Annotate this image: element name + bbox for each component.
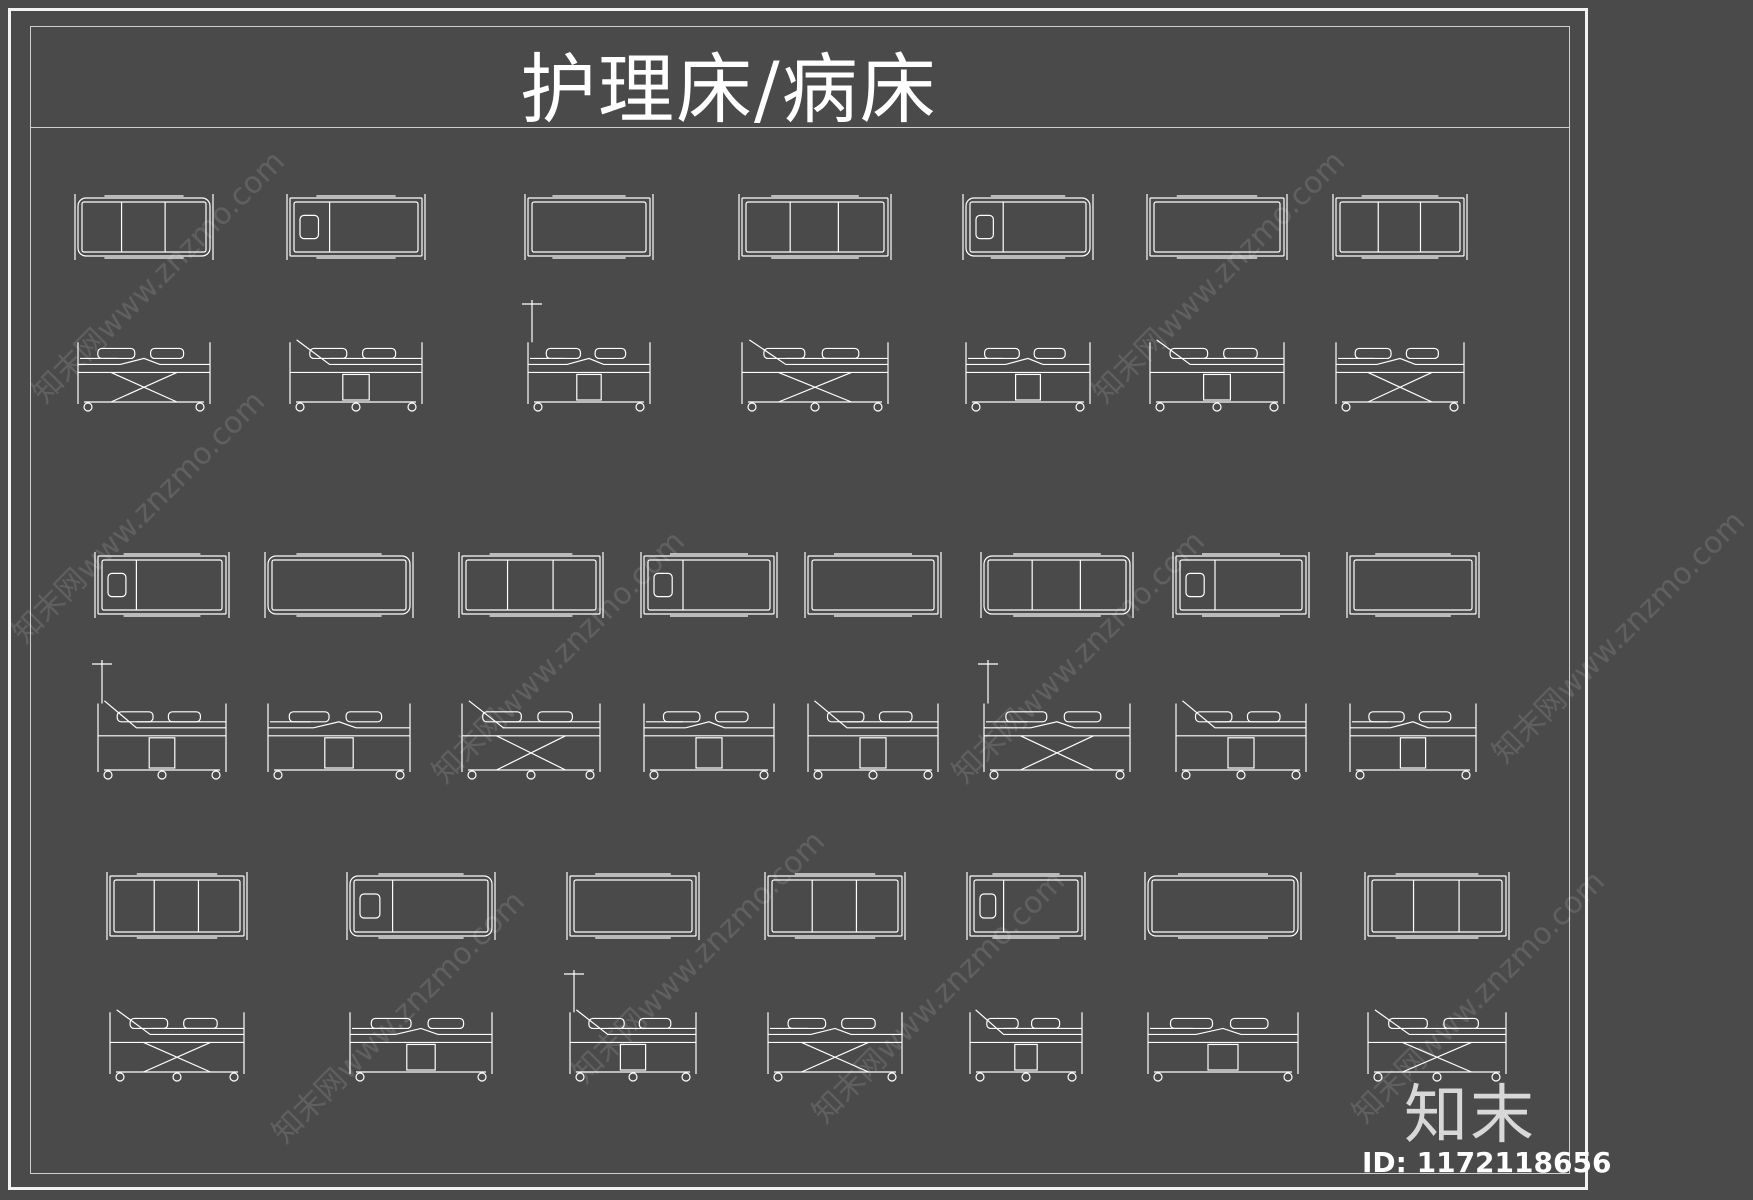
bed-plan-view bbox=[106, 872, 248, 940]
bed-plan-view bbox=[804, 552, 942, 618]
bed-plan-view bbox=[74, 194, 214, 260]
bed-elevation-view bbox=[92, 660, 227, 780]
bed-elevation-view bbox=[461, 700, 601, 780]
bed-elevation-view bbox=[1349, 703, 1477, 780]
bed-plan-view bbox=[1346, 552, 1480, 618]
bed-plan-view bbox=[980, 552, 1134, 618]
bed-elevation-view bbox=[969, 1009, 1083, 1082]
image-id: ID: 1172118656 bbox=[1362, 1146, 1612, 1179]
bed-drawings bbox=[74, 194, 1510, 1082]
bed-plan-view bbox=[1332, 194, 1468, 260]
bed-elevation-view bbox=[1149, 339, 1285, 412]
bed-plan-view bbox=[962, 194, 1094, 260]
bed-plan-view bbox=[966, 872, 1086, 940]
bed-elevation-view bbox=[767, 1012, 903, 1082]
sheet-outer-border bbox=[8, 8, 1588, 1190]
bed-plan-view bbox=[1146, 194, 1288, 260]
bed-elevation-view bbox=[267, 703, 411, 780]
bed-elevation-view bbox=[1147, 1012, 1299, 1082]
bed-elevation-view bbox=[1367, 1009, 1507, 1082]
bed-plan-view bbox=[640, 552, 778, 618]
bed-elevation-view bbox=[741, 339, 889, 412]
bed-plan-view bbox=[286, 194, 426, 260]
bed-elevation-view bbox=[349, 1012, 493, 1082]
bed-elevation-view bbox=[522, 300, 651, 412]
bed-elevation-view bbox=[807, 700, 939, 780]
bed-elevation-view bbox=[965, 342, 1091, 412]
bed-elevation-view bbox=[1175, 700, 1307, 780]
bed-plan-view bbox=[1172, 552, 1310, 618]
brand-logo: 知末 bbox=[1404, 1079, 1536, 1153]
bed-elevation-view bbox=[564, 970, 697, 1082]
bed-elevation-view bbox=[1335, 342, 1465, 412]
bed-plan-view bbox=[264, 552, 414, 618]
bed-elevation-view bbox=[109, 1009, 245, 1082]
bed-plan-view bbox=[566, 872, 700, 940]
sheet-inner-frame bbox=[30, 26, 1570, 1174]
bed-plan-view bbox=[94, 552, 230, 618]
bed-elevation-view bbox=[77, 342, 211, 412]
title-divider bbox=[30, 127, 1570, 128]
bed-elevation-view bbox=[978, 660, 1131, 780]
bed-plan-view bbox=[738, 194, 892, 260]
page-title: 护理床/病床 bbox=[520, 45, 938, 134]
bed-plan-view bbox=[1144, 872, 1302, 940]
bed-plan-view bbox=[1364, 872, 1510, 940]
bed-elevation-view bbox=[643, 703, 775, 780]
bed-plan-view bbox=[764, 872, 906, 940]
bed-plan-view bbox=[346, 872, 496, 940]
bed-elevation-view bbox=[289, 339, 423, 412]
bed-plan-view bbox=[524, 194, 654, 260]
bed-plan-view bbox=[458, 552, 604, 618]
